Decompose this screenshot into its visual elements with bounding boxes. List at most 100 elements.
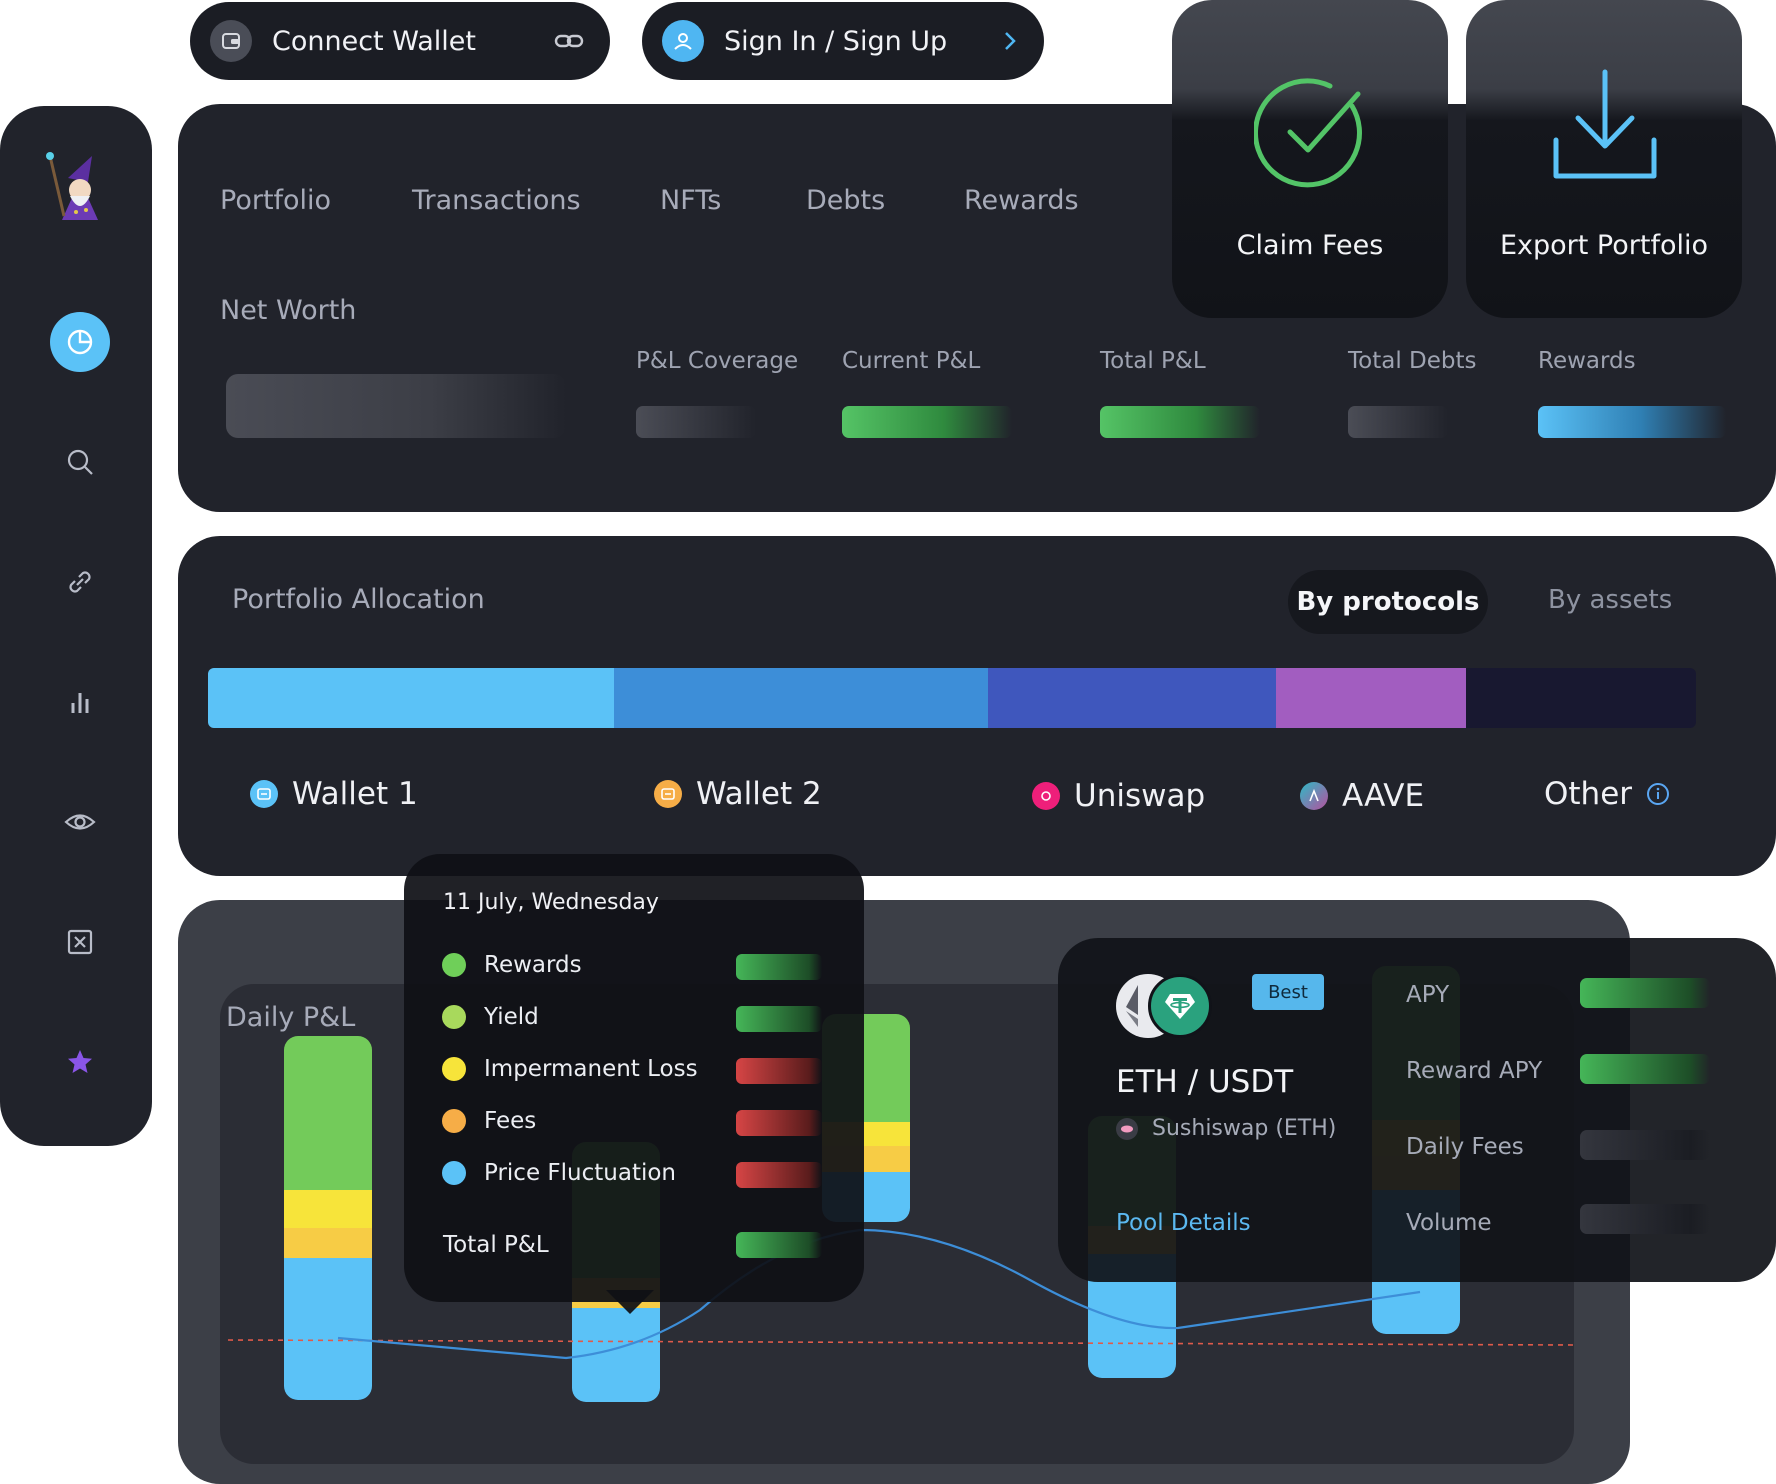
link-icon <box>554 26 584 60</box>
metric-bar-current-pl <box>842 406 1012 438</box>
tooltip-row-fees: Fees <box>442 1108 536 1134</box>
allocation-segment-wallet-2 <box>614 668 988 728</box>
tab-portfolio[interactable]: Portfolio <box>220 185 332 216</box>
metric-label-current-pl: Current P&L <box>842 348 981 374</box>
metric-bar-pl-coverage <box>636 406 756 438</box>
bar-1-price-fluctuation <box>284 1258 372 1400</box>
tooltip-row-label: Yield <box>484 1004 539 1030</box>
pool-bar-reward-apy <box>1580 1054 1710 1084</box>
zero-baseline <box>227 1339 1575 1346</box>
tab-transactions[interactable]: Transactions <box>412 185 581 216</box>
legend-dot <box>442 1005 466 1029</box>
legend-wallet-1: Wallet 1 <box>250 776 418 812</box>
pool-bar-volume <box>1580 1204 1710 1234</box>
sidebar-item-search[interactable] <box>50 432 110 492</box>
tooltip-row-impermanent-loss: Impermanent Loss <box>442 1056 698 1082</box>
wallet-icon <box>654 780 682 808</box>
tooltip-bar-price-fluctuation <box>736 1162 822 1188</box>
toggle-by-protocols-label: By protocols <box>1296 587 1480 617</box>
sushiswap-icon <box>1116 1117 1138 1140</box>
tooltip-row-label: Fees <box>484 1108 537 1134</box>
allocation-bar <box>208 668 1696 728</box>
best-badge-label: Best <box>1268 981 1308 1003</box>
pool-bar-daily-fees <box>1580 1130 1710 1160</box>
pool-bar-apy <box>1580 978 1710 1008</box>
legend-wallet-1-label: Wallet 1 <box>292 776 418 812</box>
bar-1-impermanent-loss <box>284 1190 372 1228</box>
tooltip-total-label: Total P&L <box>443 1232 549 1258</box>
info-icon[interactable] <box>1646 782 1670 806</box>
tooltip-bar-fees <box>736 1110 822 1136</box>
legend-dot <box>442 1057 466 1081</box>
tooltip-row-label: Impermanent Loss <box>484 1056 698 1082</box>
usdt-token-icon <box>1148 974 1212 1038</box>
legend-uniswap-label: Uniswap <box>1074 778 1206 814</box>
chart-bar-1 <box>284 1036 372 1400</box>
legend-dot <box>442 1161 466 1185</box>
tooltip-bar-impermanent-loss <box>736 1058 822 1084</box>
toggle-by-protocols[interactable]: By protocols <box>1288 570 1488 634</box>
allocation-segment-wallet-1 <box>208 668 614 728</box>
sidebar <box>0 106 152 1146</box>
allocation-segment-uniswap <box>988 668 1276 728</box>
star-icon <box>68 1050 92 1073</box>
check-circle-icon <box>1254 78 1362 188</box>
link-icon <box>69 571 91 593</box>
legend-uniswap: Uniswap <box>1032 778 1205 814</box>
pool-label-daily-fees: Daily Fees <box>1406 1134 1524 1160</box>
legend-wallet-2-label: Wallet 2 <box>696 776 822 812</box>
best-badge: Best <box>1252 974 1324 1010</box>
wallet-icon <box>250 780 278 808</box>
metric-label-total-pl: Total P&L <box>1100 348 1206 374</box>
tab-rewards[interactable]: Rewards <box>964 185 1079 216</box>
chevron-right-icon <box>1002 30 1018 56</box>
tab-nfts[interactable]: NFTs <box>660 185 722 216</box>
tooltip-row-rewards: Rewards <box>442 952 582 978</box>
wizard-logo[interactable] <box>42 150 118 226</box>
metric-label-total-debts: Total Debts <box>1348 348 1477 374</box>
metric-bar-total-pl <box>1100 406 1260 438</box>
legend-dot <box>442 953 466 977</box>
sign-in-label: Sign In / Sign Up <box>724 25 948 57</box>
connect-wallet-label: Connect Wallet <box>272 25 476 57</box>
legend-other: Other <box>1544 776 1670 812</box>
tooltip-bar-yield <box>736 1006 822 1032</box>
tooltip-date: 11 July, Wednesday <box>443 890 659 915</box>
tooltip-row-label: Rewards <box>484 952 582 978</box>
allocation-title: Portfolio Allocation <box>232 584 485 615</box>
allocation-segment-aave <box>1276 668 1466 728</box>
toggle-by-assets[interactable]: By assets <box>1548 585 1673 615</box>
tab-debts[interactable]: Debts <box>806 185 886 216</box>
legend-aave: AAVE <box>1300 778 1424 814</box>
pool-label-reward-apy: Reward APY <box>1406 1058 1543 1084</box>
sidebar-item-close[interactable] <box>50 912 110 972</box>
sidebar-item-portfolio[interactable] <box>50 312 110 372</box>
sidebar-item-favorites[interactable] <box>50 1032 110 1092</box>
close-box-icon <box>67 929 93 955</box>
claim-fees-label: Claim Fees <box>1236 230 1384 261</box>
pie-chart-icon <box>67 329 93 355</box>
download-icon <box>1553 69 1657 179</box>
metric-label-pl-coverage: P&L Coverage <box>636 348 799 374</box>
allocation-segment-other <box>1466 668 1696 728</box>
sidebar-item-analytics[interactable] <box>50 672 110 732</box>
sidebar-item-links[interactable] <box>50 552 110 612</box>
pool-label-volume: Volume <box>1406 1210 1492 1236</box>
aave-icon <box>1300 782 1328 810</box>
legend-wallet-2: Wallet 2 <box>654 776 822 812</box>
sign-in-button[interactable]: Sign In / Sign Up <box>642 2 1044 80</box>
claim-fees-button[interactable]: Claim Fees <box>1172 0 1448 318</box>
metric-bar-total-debts <box>1348 406 1448 438</box>
legend-dot <box>442 1109 466 1133</box>
bar-1-rewards <box>284 1036 372 1190</box>
export-portfolio-button[interactable]: Export Portfolio <box>1466 0 1742 318</box>
connect-wallet-button[interactable]: Connect Wallet <box>190 2 610 80</box>
pool-details-link[interactable]: Pool Details <box>1116 1210 1251 1236</box>
legend-other-label: Other <box>1544 776 1633 812</box>
metric-label-rewards: Rewards <box>1538 348 1636 374</box>
user-icon <box>662 20 704 62</box>
tooltip-row-label: Price Fluctuation <box>484 1160 677 1186</box>
sidebar-item-watchlist[interactable] <box>50 792 110 852</box>
tooltip-bar-rewards <box>736 954 822 980</box>
eye-icon <box>64 814 96 830</box>
